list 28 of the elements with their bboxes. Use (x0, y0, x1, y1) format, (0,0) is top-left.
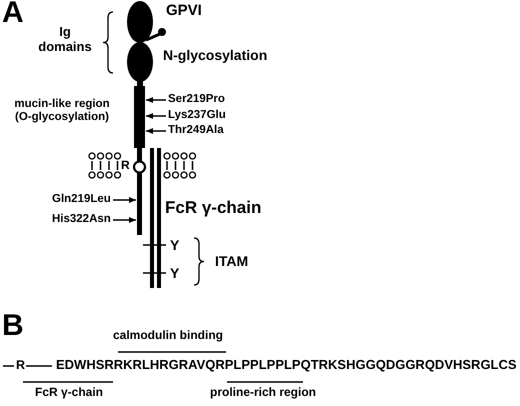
residue-label: R (16, 358, 26, 372)
sequence-text: EDWHSRRKRLHRGRAVQRPLPPLPPLPQTRKSHGGQDGGRQDVHSRGLCS (56, 358, 517, 373)
mutation-label: His322Asn (52, 213, 111, 226)
tyrosine-label: Y (170, 265, 180, 282)
chain-label: FcR γ-chain (165, 198, 262, 218)
leader-arrow (113, 217, 136, 223)
mutation-label: Ser219Pro (168, 93, 225, 106)
motif-label: ITAM (215, 253, 248, 270)
glycosylation-label: N-glycosylation (163, 47, 268, 64)
region-label: proline-rich region (210, 386, 316, 400)
panel-label: A (2, 0, 24, 30)
panel-label: B (2, 309, 24, 344)
stalk-bar (134, 86, 145, 148)
tyrosine-label: Y (170, 237, 180, 254)
mutation-label: Gln219Leu (52, 193, 111, 206)
mutation-label: Thr249Ala (168, 124, 224, 138)
leader-arrow (113, 197, 136, 203)
leader-arrow (146, 113, 166, 119)
stalk-bar (137, 173, 142, 235)
domain-label: Ig domains (37, 25, 93, 55)
residue-label: R (121, 159, 130, 173)
region-label: mucin-like region (O-glycosylation) (13, 98, 111, 124)
protein-label: GPVI (166, 2, 202, 20)
region-label: calmodulin binding (113, 329, 223, 343)
leader-arrow (146, 128, 166, 134)
mutation-label: Lys237Glu (168, 109, 226, 122)
region-label: FcR γ-chain (35, 386, 104, 400)
leader-arrow (146, 97, 166, 103)
